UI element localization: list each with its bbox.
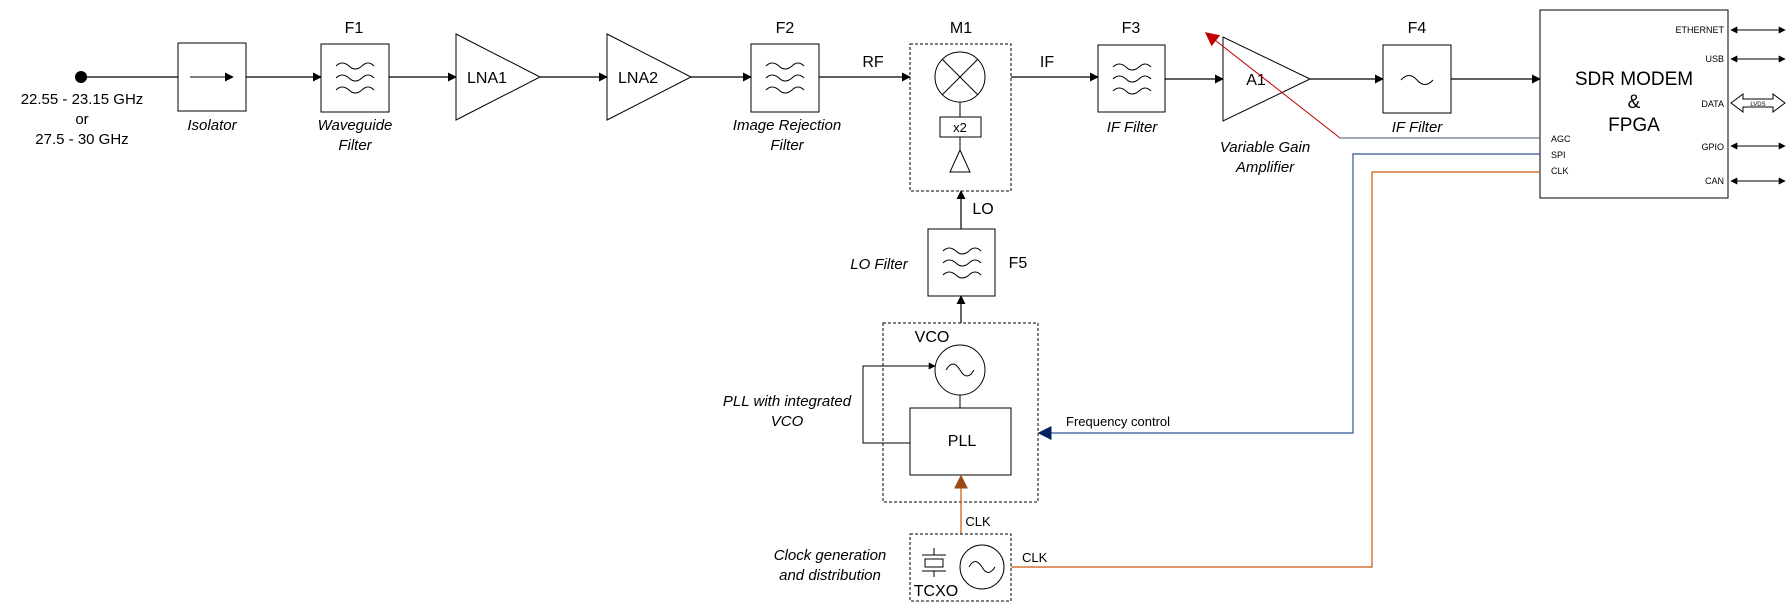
f5-ref: F5	[1009, 255, 1028, 272]
lvds-label: LVDS	[1750, 102, 1765, 108]
mixer-group	[909, 43, 1012, 192]
pll-feedback-loop	[862, 362, 936, 444]
f3-label: IF Filter	[1107, 119, 1159, 136]
sdr-title-line2: &	[1628, 92, 1641, 113]
bandpass-filter-icon	[765, 62, 805, 94]
clock-desc-line2: and distribution	[779, 567, 881, 584]
mixer-icon	[934, 51, 986, 103]
tcxo-label: TCXO	[914, 583, 958, 600]
f2-label-line2: Filter	[770, 137, 804, 154]
sdr-port-ethernet: ETHERNET	[1675, 25, 1724, 35]
f1-label-line2: Filter	[338, 137, 372, 154]
f4-filter-block	[1382, 44, 1452, 114]
sdr-title-line3: FPGA	[1608, 115, 1660, 136]
isolator-label: Isolator	[187, 117, 237, 134]
clk-wire-sdr	[1011, 171, 1540, 568]
f2-ref: F2	[776, 20, 795, 37]
pll-desc-line2: VCO	[771, 413, 804, 430]
lna1-amplifier-icon	[455, 33, 542, 121]
tcxo-group	[909, 533, 1012, 602]
freq-control-label: Frequency control	[1066, 414, 1170, 429]
sdr-port-agc: AGC	[1551, 134, 1571, 144]
lna1-label: LNA1	[467, 70, 507, 87]
a1-amplifier-icon	[1222, 36, 1312, 122]
rf-label: RF	[862, 54, 884, 71]
lvds-bus-arrow: LVDS	[1730, 93, 1786, 113]
input-freq-line1: 22.55 - 23.15 GHz	[21, 91, 144, 108]
f1-ref: F1	[345, 20, 364, 37]
sdr-port-gpio: GPIO	[1701, 142, 1724, 152]
agc-gain-control-arrow	[1204, 32, 1341, 139]
f3-filter-block	[1097, 44, 1166, 113]
input-freq-line2: or	[75, 111, 88, 128]
vco-oscillator-icon	[934, 344, 986, 396]
if-label: IF	[1040, 54, 1054, 71]
bandpass-filter-icon	[335, 62, 375, 94]
f5-filter-block	[927, 228, 996, 297]
f3-ref: F3	[1122, 20, 1141, 37]
clock-desc-line1: Clock generation	[774, 547, 887, 564]
bandpass-filter-icon	[942, 247, 982, 279]
sdr-port-clk: CLK	[1551, 166, 1569, 176]
f1-label-line1: Waveguide	[318, 117, 393, 134]
sdr-port-data: DATA	[1701, 99, 1724, 109]
pll-label: PLL	[948, 433, 977, 450]
f2-label-line1: Image Rejection	[733, 117, 841, 134]
lo-filter-label: LO Filter	[850, 256, 909, 273]
lna2-label: LNA2	[618, 70, 658, 87]
clk-label-right: CLK	[1022, 550, 1048, 565]
vga-label-line2: Amplifier	[1235, 159, 1295, 176]
sdr-port-usb: USB	[1705, 54, 1724, 64]
f2-filter-block	[750, 43, 820, 113]
tcxo-oscillator-icon	[959, 544, 1005, 590]
sdr-port-spi: SPI	[1551, 150, 1566, 160]
buffer-amplifier-icon	[949, 148, 971, 173]
sdr-modem-block	[1539, 9, 1729, 199]
doubler-label: x2	[953, 120, 967, 135]
vga-label-line1: Variable Gain	[1220, 139, 1310, 156]
f4-ref: F4	[1408, 20, 1427, 37]
pll-desc-line1: PLL with integrated	[723, 393, 852, 410]
f1-filter-block	[320, 43, 390, 113]
sdr-title-line1: SDR MODEM	[1575, 69, 1693, 90]
spi-wire	[1040, 153, 1540, 434]
input-freq-line3: 27.5 - 30 GHz	[35, 131, 128, 148]
m1-ref: M1	[950, 20, 972, 37]
vco-label: VCO	[915, 329, 950, 346]
clk-label-upper: CLK	[965, 514, 991, 529]
crystal-icon	[922, 548, 946, 577]
bandpass-filter-icon	[1112, 63, 1152, 95]
a1-label: A1	[1246, 72, 1266, 89]
filter-wave-icon	[1400, 75, 1434, 85]
f4-label: IF Filter	[1392, 119, 1444, 136]
lna2-amplifier-icon	[606, 33, 693, 121]
sdr-port-can: CAN	[1705, 176, 1724, 186]
lo-label: LO	[972, 201, 993, 218]
